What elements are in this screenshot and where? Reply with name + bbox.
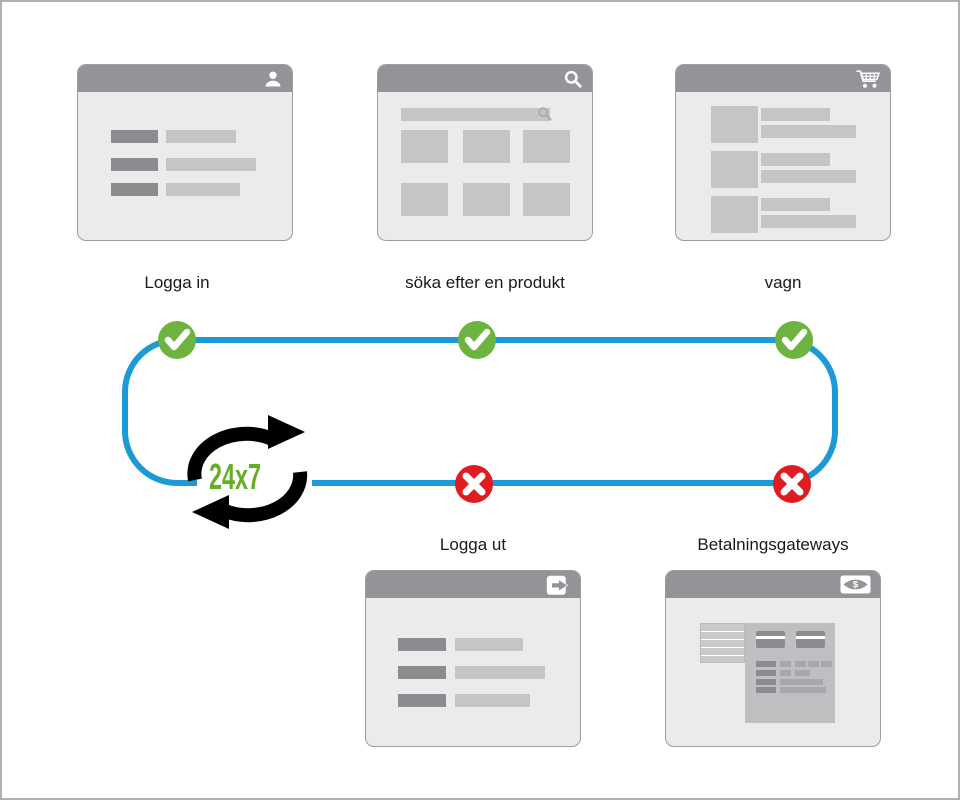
mock-input [166, 130, 236, 143]
mock-form-field [780, 687, 826, 693]
mock-item-thumbnail [711, 106, 758, 143]
card-label-login: Logga in [144, 273, 210, 292]
shopping-cart-icon [856, 70, 881, 88]
browser-titlebar [378, 65, 592, 92]
mock-item-text [761, 215, 856, 228]
cross-circle-icon [455, 465, 493, 503]
mock-field-label [111, 130, 158, 143]
mock-item-title [761, 108, 830, 121]
browser-titlebar [676, 65, 890, 92]
mock-input [166, 183, 240, 196]
loop-path [122, 337, 838, 486]
mock-input [166, 158, 256, 171]
sync-arrows-icon: 24x7 [187, 415, 308, 529]
mock-field-label [398, 638, 446, 651]
mock-product-tile [401, 183, 448, 216]
mock-input [455, 694, 530, 707]
mock-form-cell [795, 661, 806, 667]
mock-summary-table [700, 623, 745, 663]
browser-card-logout [365, 570, 581, 747]
mock-product-tile [463, 130, 510, 163]
browser-card-payment: $ [665, 570, 881, 747]
mock-checkout-form [745, 623, 835, 723]
mock-input [455, 638, 523, 651]
mock-field-label [111, 183, 158, 196]
user-icon [265, 71, 281, 87]
browser-card-cart [675, 64, 891, 241]
mock-form-label [756, 661, 776, 667]
mock-product-tile [523, 130, 570, 163]
mock-form-cell [821, 661, 832, 667]
mock-credit-card [796, 631, 825, 648]
svg-text:$: $ [853, 580, 859, 591]
logout-icon [546, 575, 569, 595]
mock-credit-card [756, 631, 785, 648]
search-small-icon [538, 107, 552, 121]
mock-form-cell [780, 670, 791, 676]
money-icon: $ [840, 575, 871, 594]
check-circle-icon [775, 321, 813, 359]
mock-form-cell [808, 661, 819, 667]
browser-titlebar: $ [666, 571, 880, 598]
browser-card-search [377, 64, 593, 241]
browser-titlebar [78, 65, 292, 92]
mock-form-cell [795, 670, 810, 676]
mock-product-tile [401, 130, 448, 163]
mock-product-tile [523, 183, 570, 216]
card-label-logout: Logga ut [439, 535, 507, 554]
mock-item-text [761, 125, 856, 138]
mock-item-thumbnail [711, 151, 758, 188]
mock-field-label [111, 158, 158, 171]
mock-product-tile [463, 183, 510, 216]
mock-item-text [761, 170, 856, 183]
mock-searchbar [401, 108, 550, 121]
mock-form-label [756, 687, 776, 693]
mock-form-cell [780, 661, 791, 667]
mock-item-title [761, 153, 830, 166]
mock-input [455, 666, 545, 679]
badge-24x7: 24x7 [209, 456, 261, 497]
mock-form-label [756, 670, 776, 676]
mock-item-thumbnail [711, 196, 758, 233]
mock-item-title [761, 198, 830, 211]
loop-gap-mask [197, 410, 312, 538]
card-label-search: söka efter en produkt [405, 273, 565, 292]
check-circle-icon [158, 321, 196, 359]
card-label-payment: Betalningsgateways [697, 535, 849, 554]
search-icon [564, 70, 582, 88]
mock-form-field [780, 679, 823, 685]
card-label-cart: vagn [764, 273, 802, 292]
mock-form-label [756, 679, 776, 685]
mock-field-label [398, 666, 446, 679]
mock-field-label [398, 694, 446, 707]
cross-circle-icon [773, 465, 811, 503]
browser-card-login [77, 64, 293, 241]
browser-titlebar [366, 571, 580, 598]
check-circle-icon [458, 321, 496, 359]
